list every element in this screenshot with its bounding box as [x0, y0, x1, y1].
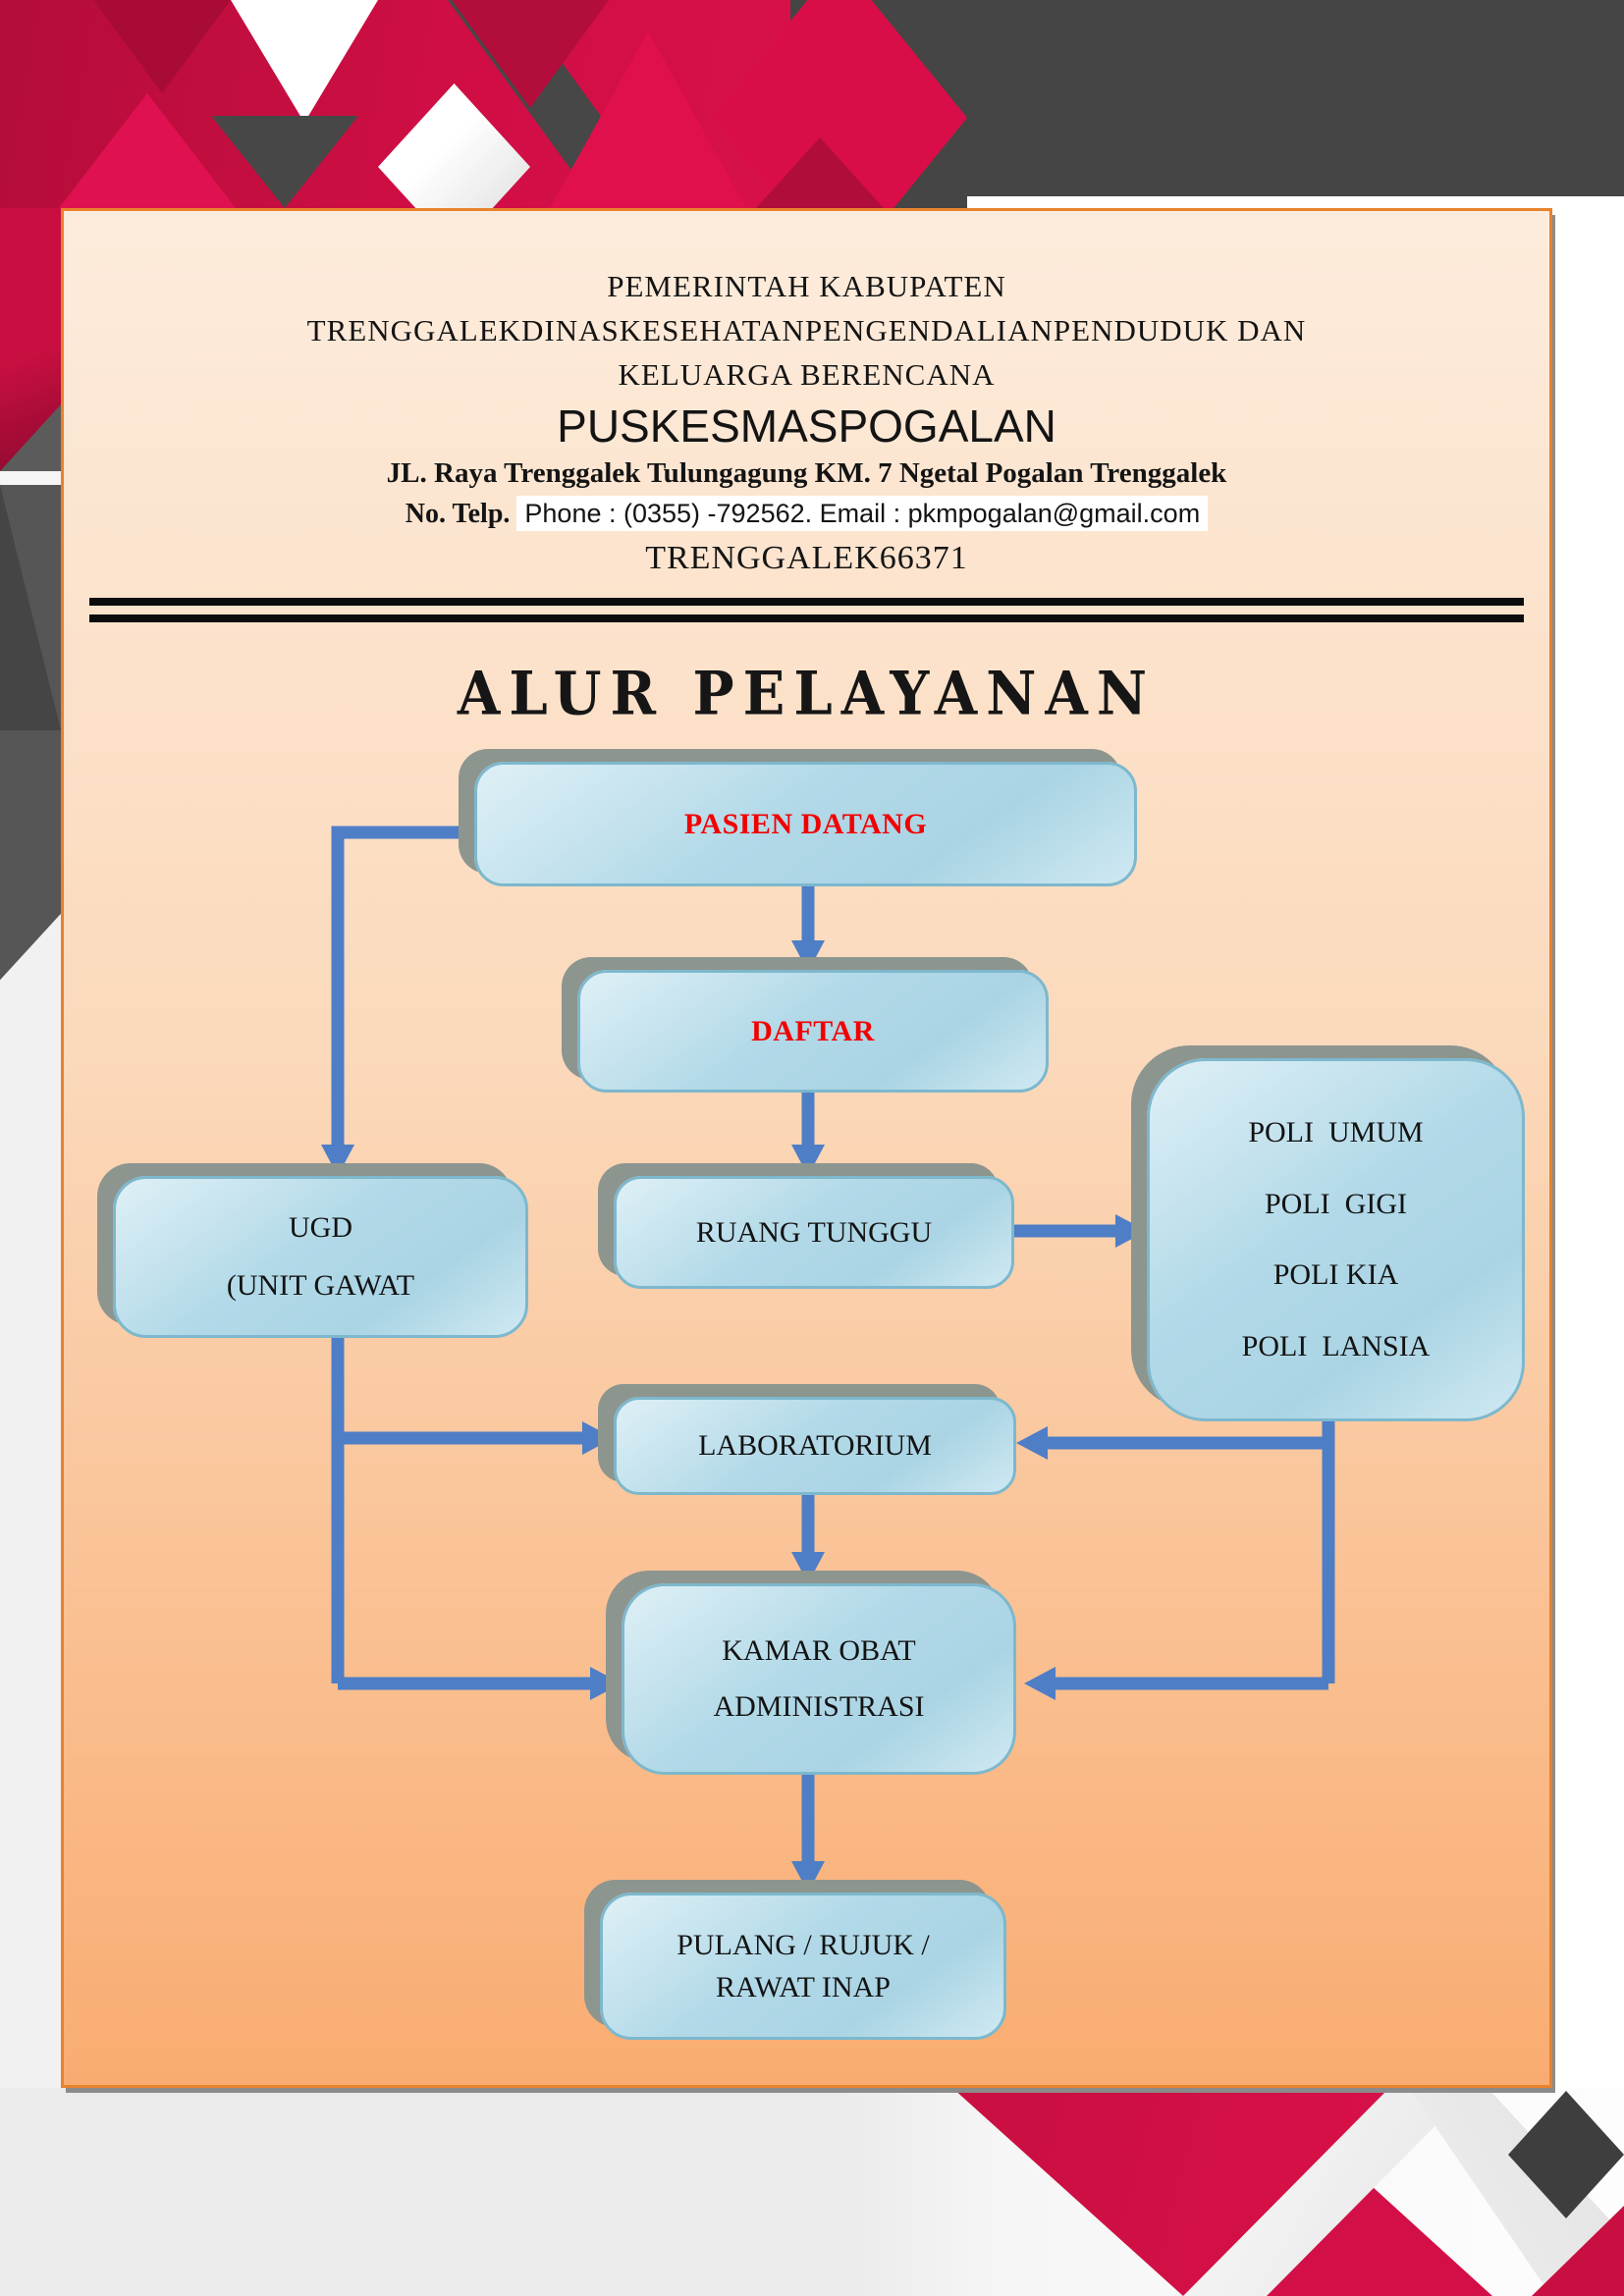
node-label: RUANG TUNGGU [695, 1215, 933, 1249]
node-laboratorium: LABORATORIUM [614, 1397, 1016, 1495]
node-pulang: PULANG / RUJUK / RAWAT INAP [600, 1893, 1006, 2040]
letterhead-divider [89, 598, 1524, 622]
node-ruang-tunggu: RUANG TUNGGU [614, 1176, 1014, 1289]
divider-bar [89, 614, 1524, 622]
node-daftar: DAFTAR [577, 970, 1049, 1093]
phone-email-highlight: Phone : (0355) -792562. Email : pkmpogal… [516, 496, 1209, 531]
flow-connectors [321, 826, 1335, 1893]
letterhead: PEMERINTAH KABUPATEN TRENGGALEKDINASKESE… [64, 211, 1549, 582]
divider-bar [89, 598, 1524, 606]
letterhead-line-1: PEMERINTAH KABUPATEN [607, 269, 1006, 303]
node-label: (UNIT GAWAT [226, 1269, 415, 1302]
node-kamar-obat: KAMAR OBAT ADMINISTRASI [622, 1583, 1016, 1775]
letterhead-line-2: TRENGGALEKDINASKESEHATANPENGENDALIANPEND… [306, 313, 1307, 347]
node-label: RAWAT INAP [716, 1971, 891, 2003]
node-label: KAMAR OBAT [722, 1634, 916, 1667]
node-ugd: UGD (UNIT GAWAT [113, 1176, 528, 1338]
phone-prefix: No. Telp. [405, 499, 511, 529]
node-label: UGD [289, 1211, 352, 1244]
node-label: POLI GIGI [1265, 1187, 1407, 1220]
node-label: LABORATORIUM [698, 1429, 932, 1462]
arrow-pasien-to-ugd [331, 826, 474, 1145]
node-pasien-datang: PASIEN DATANG [474, 762, 1137, 886]
node-label: POLI LANSIA [1241, 1329, 1431, 1362]
node-label: POLI UMUM [1248, 1116, 1424, 1149]
flowchart: PASIEN DATANG DAFTAR UGD (UNIT GAWAT RUA… [64, 211, 1549, 2085]
left-decoration-strip [0, 208, 61, 2088]
top-decoration-band [0, 0, 1624, 208]
decor-white-strip [967, 196, 1624, 208]
city-postcode: TRENGGALEK66371 [645, 540, 968, 576]
page-title: ALUR PELAYANAN [457, 659, 1157, 729]
node-label: ADMINISTRASI [713, 1690, 925, 1723]
node-poli: POLI UMUM POLI GIGI POLI KIA POLI LANSIA [1147, 1058, 1525, 1421]
node-label: POLI KIA [1272, 1258, 1399, 1292]
node-label: DAFTAR [751, 1014, 875, 1047]
address-line: JL. Raya Trenggalek Tulungagung KM. 7 Ng… [386, 457, 1227, 489]
node-label: PASIEN DATANG [683, 807, 928, 840]
contact-line: No. Telp. Phone : (0355) -792562. Email … [64, 493, 1549, 535]
node-label: PULANG / RUJUK / [677, 1928, 930, 1961]
bottom-decoration-band [0, 2088, 1624, 2296]
letterhead-panel: PEMERINTAH KABUPATEN TRENGGALEKDINASKESE… [61, 208, 1552, 2088]
decor-white-sliver [0, 471, 61, 485]
letterhead-line-3: KELUARGA BERENCANA [618, 357, 996, 392]
institution-name: PUSKESMASPOGALAN [557, 400, 1056, 452]
